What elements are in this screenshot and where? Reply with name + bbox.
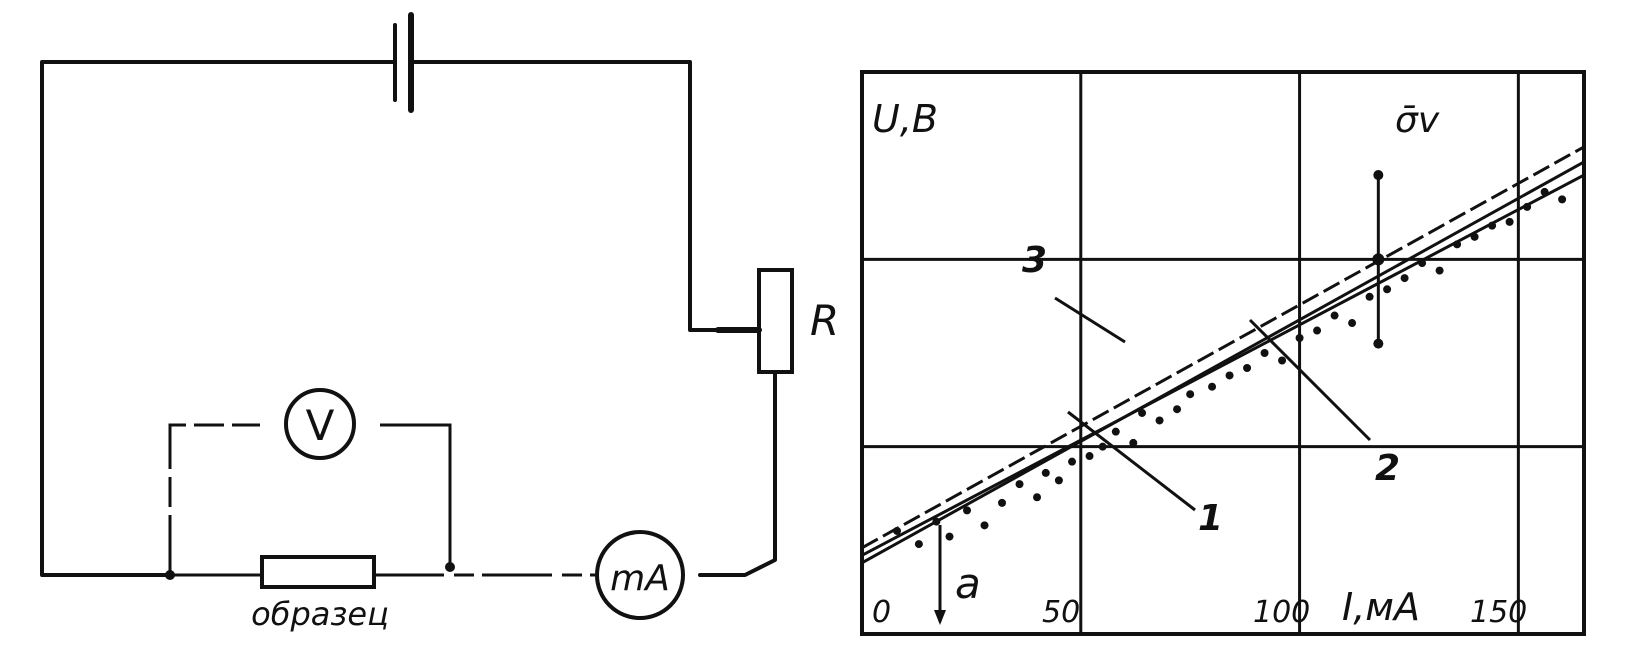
error-bar-cap-bottom bbox=[1373, 338, 1384, 349]
x-tick-label: 150 bbox=[1470, 595, 1527, 630]
rheostat-symbol bbox=[757, 268, 794, 374]
data-point bbox=[1098, 442, 1107, 451]
wire-right bbox=[698, 370, 777, 577]
data-point bbox=[1111, 427, 1120, 436]
data-point bbox=[998, 498, 1007, 507]
data-point bbox=[1435, 266, 1444, 275]
error-bar-label: σ̄v bbox=[1395, 100, 1440, 141]
data-point bbox=[1129, 438, 1138, 447]
data-point bbox=[1033, 493, 1042, 502]
data-point bbox=[1470, 232, 1479, 241]
data-point bbox=[1208, 382, 1217, 391]
data-point bbox=[1041, 468, 1050, 477]
data-point bbox=[945, 532, 954, 541]
battery-symbol bbox=[393, 12, 414, 113]
data-point bbox=[932, 517, 941, 526]
data-point bbox=[914, 540, 923, 549]
leader-line-2 bbox=[1248, 318, 1372, 442]
data-point bbox=[1054, 476, 1063, 485]
circuit-diagram: R V образец mA bbox=[40, 12, 839, 633]
error-bar-center bbox=[1372, 253, 1385, 266]
voltmeter-symbol bbox=[284, 388, 356, 460]
data-point bbox=[893, 526, 902, 535]
leader-line-1 bbox=[1067, 410, 1196, 512]
wire-top-left bbox=[40, 60, 397, 577]
data-point bbox=[1453, 240, 1462, 249]
ammeter-label: mA bbox=[610, 558, 670, 599]
plot-frame bbox=[860, 70, 1586, 636]
data-point bbox=[1085, 452, 1094, 461]
data-point bbox=[980, 521, 989, 530]
leader-line-3 bbox=[1054, 296, 1126, 344]
data-point bbox=[1505, 217, 1514, 226]
plot-grid bbox=[862, 72, 1584, 634]
line-label-1: 1 bbox=[1198, 498, 1223, 539]
data-point bbox=[1348, 319, 1357, 328]
data-point bbox=[1383, 285, 1392, 294]
intercept-label: a bbox=[955, 559, 981, 608]
wire-voltmeter-right bbox=[380, 423, 452, 563]
data-point bbox=[1068, 457, 1077, 466]
series-line-3 bbox=[861, 145, 1585, 550]
data-point bbox=[1488, 221, 1497, 230]
sample-resistor bbox=[260, 555, 376, 589]
data-point bbox=[1558, 195, 1567, 204]
data-point bbox=[1260, 349, 1269, 357]
wire-top-right bbox=[409, 60, 742, 332]
error-bar-cap-top bbox=[1373, 170, 1384, 181]
data-point bbox=[1243, 363, 1252, 372]
series-line-1 bbox=[861, 160, 1585, 565]
line-label-3: 3 bbox=[1022, 240, 1047, 281]
data-point bbox=[1313, 326, 1322, 335]
data-point bbox=[1540, 187, 1549, 196]
x-tick-label: 50 bbox=[1042, 595, 1080, 630]
sample-label: образец bbox=[251, 595, 389, 633]
rheostat-label: R bbox=[810, 296, 839, 345]
points-layer bbox=[893, 187, 1567, 549]
voltmeter-label: V bbox=[306, 401, 335, 450]
line-label-2: 2 bbox=[1375, 448, 1400, 489]
series-line-2 bbox=[861, 173, 1585, 557]
x-tick-label: 0 bbox=[872, 595, 891, 630]
data-point bbox=[1173, 405, 1182, 414]
data-point bbox=[1400, 274, 1409, 283]
data-point bbox=[1015, 480, 1024, 489]
error-bar bbox=[1372, 170, 1385, 349]
wire-voltmeter-left bbox=[168, 423, 260, 575]
data-point bbox=[1330, 311, 1339, 320]
y-axis-label: U,B bbox=[872, 97, 938, 141]
ammeter-symbol bbox=[595, 530, 685, 620]
data-point bbox=[963, 506, 972, 515]
x-tick-label: 100 bbox=[1253, 595, 1310, 630]
data-point bbox=[1138, 408, 1147, 417]
data-point bbox=[1523, 202, 1532, 211]
series-layer bbox=[861, 145, 1585, 565]
data-point bbox=[1365, 292, 1374, 301]
data-point bbox=[1418, 259, 1427, 268]
data-point bbox=[1155, 416, 1164, 425]
data-point bbox=[1186, 390, 1195, 399]
voltage-current-plot: U,B I,мА 0 50 100 150 a 3 1 2 σ̄v bbox=[860, 70, 1586, 636]
data-point bbox=[1295, 334, 1304, 343]
x-axis-label: I,мА bbox=[1342, 585, 1420, 629]
data-point bbox=[1225, 371, 1234, 380]
data-point bbox=[1278, 356, 1287, 365]
